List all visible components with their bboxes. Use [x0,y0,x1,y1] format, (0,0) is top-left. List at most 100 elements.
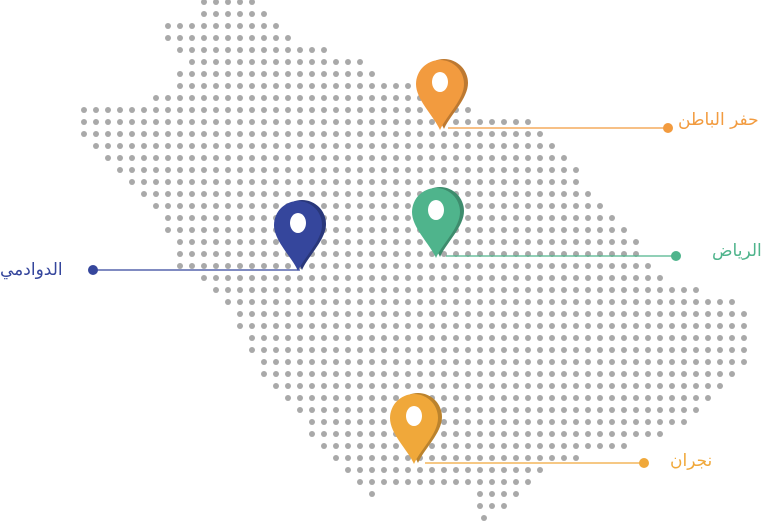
map-dot [177,131,183,137]
map-dot [369,71,375,77]
map-dot [561,191,567,197]
map-dot [405,383,411,389]
map-dot [429,263,435,269]
map-dot [537,419,543,425]
map-dot [525,143,531,149]
map-dot [561,419,567,425]
map-dot [633,239,639,245]
map-dot [621,227,627,233]
map-dot [369,455,375,461]
map-dot [657,299,663,305]
map-dot [705,323,711,329]
map-dot [321,335,327,341]
map-dot [177,263,183,269]
map-dot [369,383,375,389]
map-dot [285,263,291,269]
map-pin-icon[interactable] [412,187,464,258]
map-dot [249,227,255,233]
map-dot [381,443,387,449]
map-dot [321,275,327,281]
map-dot [573,239,579,245]
map-dot [681,299,687,305]
map-dot [357,155,363,161]
map-dot [525,227,531,233]
map-dot [393,443,399,449]
map-dot [81,131,87,137]
map-dot [657,359,663,365]
map-dot [405,311,411,317]
map-dot [417,371,423,377]
map-dot [369,119,375,125]
map-dot [585,311,591,317]
map-pin-icon[interactable] [274,200,326,271]
map-dot [213,59,219,65]
map-dot [201,71,207,77]
map-dot [225,71,231,77]
map-dot [705,383,711,389]
map-dot [501,443,507,449]
map-dot [273,335,279,341]
map-dot [573,191,579,197]
map-dot [537,383,543,389]
map-dot [189,119,195,125]
map-dot [621,239,627,245]
map-dot [621,371,627,377]
map-dot [549,347,555,353]
map-dot [705,371,711,377]
map-dot [285,47,291,53]
map-dot [333,395,339,401]
map-dot [465,143,471,149]
map-dot [273,107,279,113]
map-dot [321,347,327,353]
map-dot [357,467,363,473]
map-dot [129,155,135,161]
map-dot [561,371,567,377]
map-dot [525,239,531,245]
map-dot [321,287,327,293]
map-dot [489,179,495,185]
map-dot [213,239,219,245]
map-dot [513,131,519,137]
map-dot [633,431,639,437]
map-dot [453,311,459,317]
map-dot [405,227,411,233]
map-dot [309,383,315,389]
map-dot [513,227,519,233]
map-dot [429,311,435,317]
map-dot [225,203,231,209]
map-dot [333,203,339,209]
map-pin-icon[interactable] [390,393,442,464]
map-dot [549,431,555,437]
map-dot [381,143,387,149]
map-dot [561,179,567,185]
map-dot [321,383,327,389]
map-dot [309,143,315,149]
map-dot [633,347,639,353]
map-dot [165,191,171,197]
map-dot [393,467,399,473]
map-pin-icon[interactable] [416,59,468,130]
map-dot [489,119,495,125]
map-dot [369,395,375,401]
map-dot [405,119,411,125]
map-dot [585,215,591,221]
map-dot [369,323,375,329]
city-label-najran: نجران [670,451,713,471]
map-dot [321,251,327,257]
map-dot [297,179,303,185]
map-dot [309,263,315,269]
map-dot [501,419,507,425]
map-dot [537,311,543,317]
map-dot [273,311,279,317]
map-dot [477,239,483,245]
map-dot [525,131,531,137]
map-dot [513,467,519,473]
map-dot [177,251,183,257]
map-dot [585,263,591,269]
map-dot [333,143,339,149]
map-dot [513,179,519,185]
map-dot [381,239,387,245]
map-dot [717,335,723,341]
map-dot [297,323,303,329]
map-dot [201,167,207,173]
